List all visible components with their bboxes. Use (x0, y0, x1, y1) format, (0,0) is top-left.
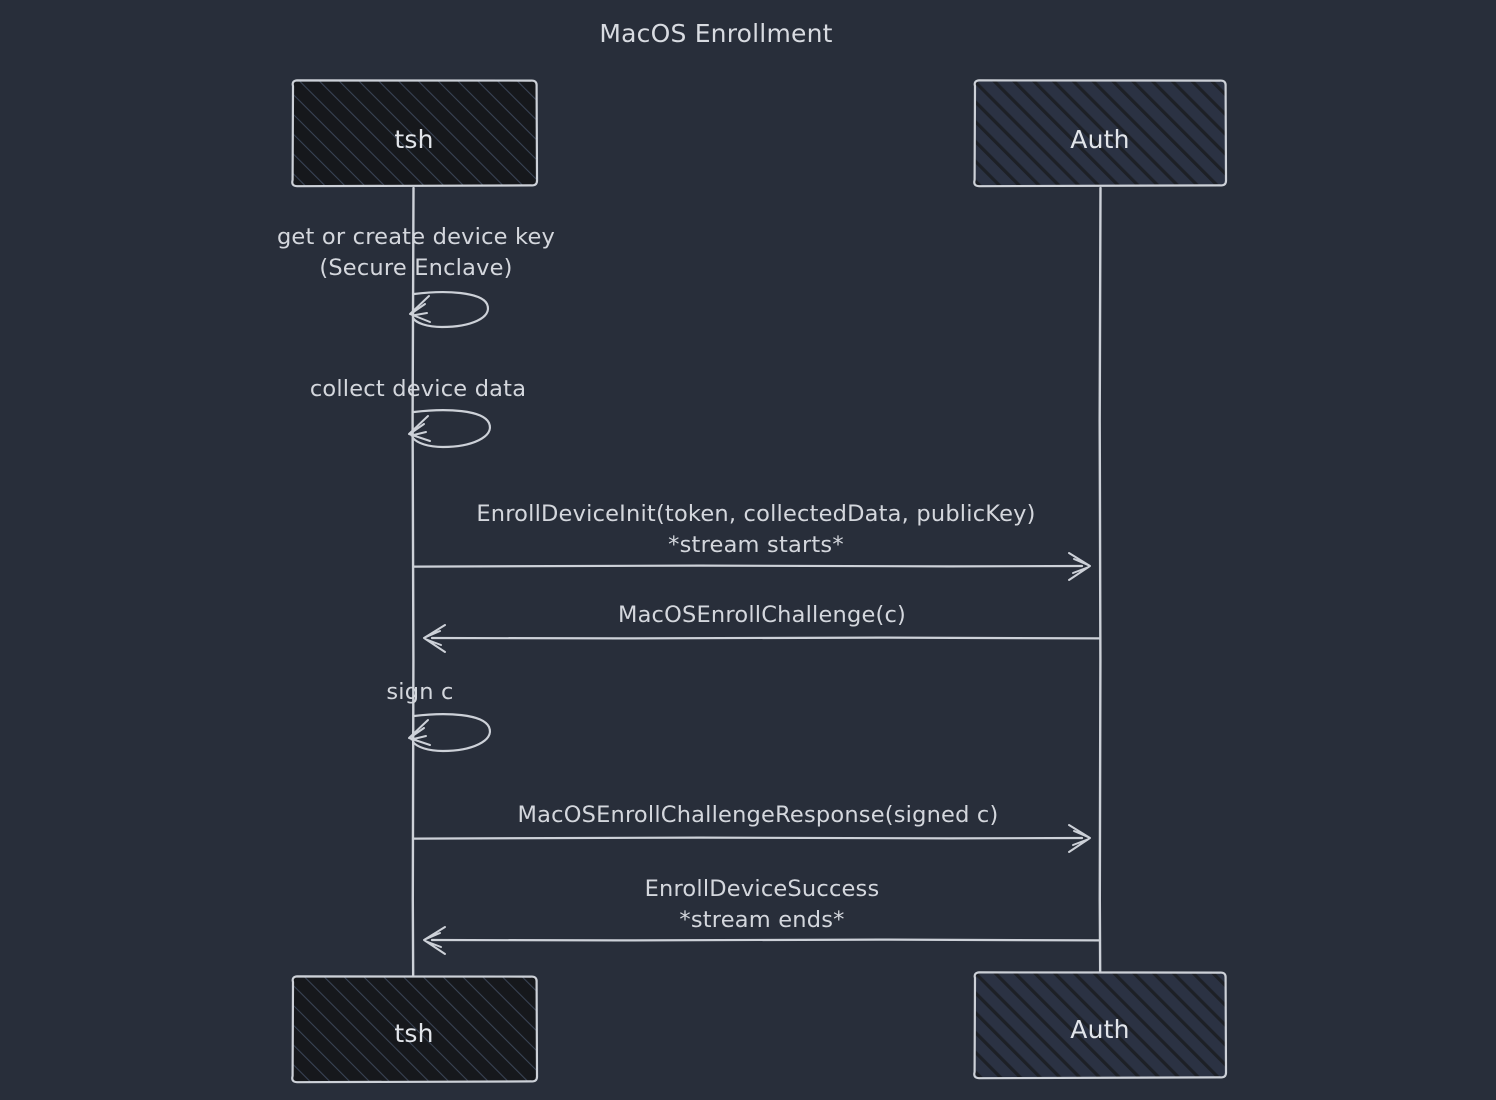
message-label-line2: *stream ends* (679, 907, 844, 933)
lifeline-auth (1098, 186, 1102, 980)
lifeline-tsh (411, 186, 415, 984)
message-label-line1: MacOSEnrollChallengeResponse(signed c) (518, 802, 999, 828)
participant-box-auth-bottom-fill (974, 972, 1226, 1078)
self-message-collect-device-data[interactable]: collect device data (310, 376, 526, 449)
message-macos-enroll-challenge-response[interactable]: MacOSEnrollChallengeResponse(signed c) (412, 802, 1091, 853)
participant-label-tsh-top: tsh (394, 125, 433, 154)
participant-box-tsh-top-border (291, 79, 539, 188)
message-label-line1: EnrollDeviceSuccess (645, 876, 880, 902)
message-label-line1: EnrollDeviceInit(token, collectedData, p… (476, 501, 1035, 527)
self-message-label-line1: sign c (386, 679, 453, 705)
self-message-label-line2: (Secure Enclave) (319, 255, 512, 281)
participant-box-auth-top-border (973, 79, 1228, 188)
participant-box-tsh-bottom-fill (292, 976, 537, 1082)
participant-box-tsh-top[interactable]: tsh (291, 79, 539, 188)
self-message-label-line1: get or create device key (277, 224, 555, 250)
message-macos-enroll-challenge[interactable]: MacOSEnrollChallenge(c) (423, 602, 1102, 653)
participant-box-tsh-top-fill (292, 80, 537, 186)
page-title: MacOS Enrollment (599, 19, 832, 48)
participant-box-auth-top[interactable]: Auth (973, 79, 1228, 188)
self-message-label-line1: collect device data (310, 376, 526, 402)
self-message-sign-c[interactable]: sign c (386, 679, 492, 753)
participant-box-auth-bottom[interactable]: Auth (973, 971, 1228, 1080)
message-label-line1: MacOSEnrollChallenge(c) (618, 602, 906, 628)
participant-box-tsh-bottom[interactable]: tsh (291, 975, 539, 1084)
self-message-get-or-create-device-key[interactable]: get or create device key (Secure Enclave… (277, 224, 555, 329)
participant-box-auth-top-fill (974, 80, 1226, 186)
participant-box-tsh-bottom-border (291, 975, 539, 1084)
participant-label-auth-bottom: Auth (1070, 1015, 1129, 1044)
participant-box-auth-bottom-border (973, 971, 1228, 1080)
message-label-line2: *stream starts* (668, 532, 844, 558)
message-enroll-device-init[interactable]: EnrollDeviceInit(token, collectedData, p… (412, 501, 1091, 581)
participant-label-tsh-bottom: tsh (394, 1019, 433, 1048)
participant-label-auth-top: Auth (1070, 125, 1129, 154)
message-enroll-device-success[interactable]: EnrollDeviceSuccess *stream ends* (423, 876, 1102, 955)
